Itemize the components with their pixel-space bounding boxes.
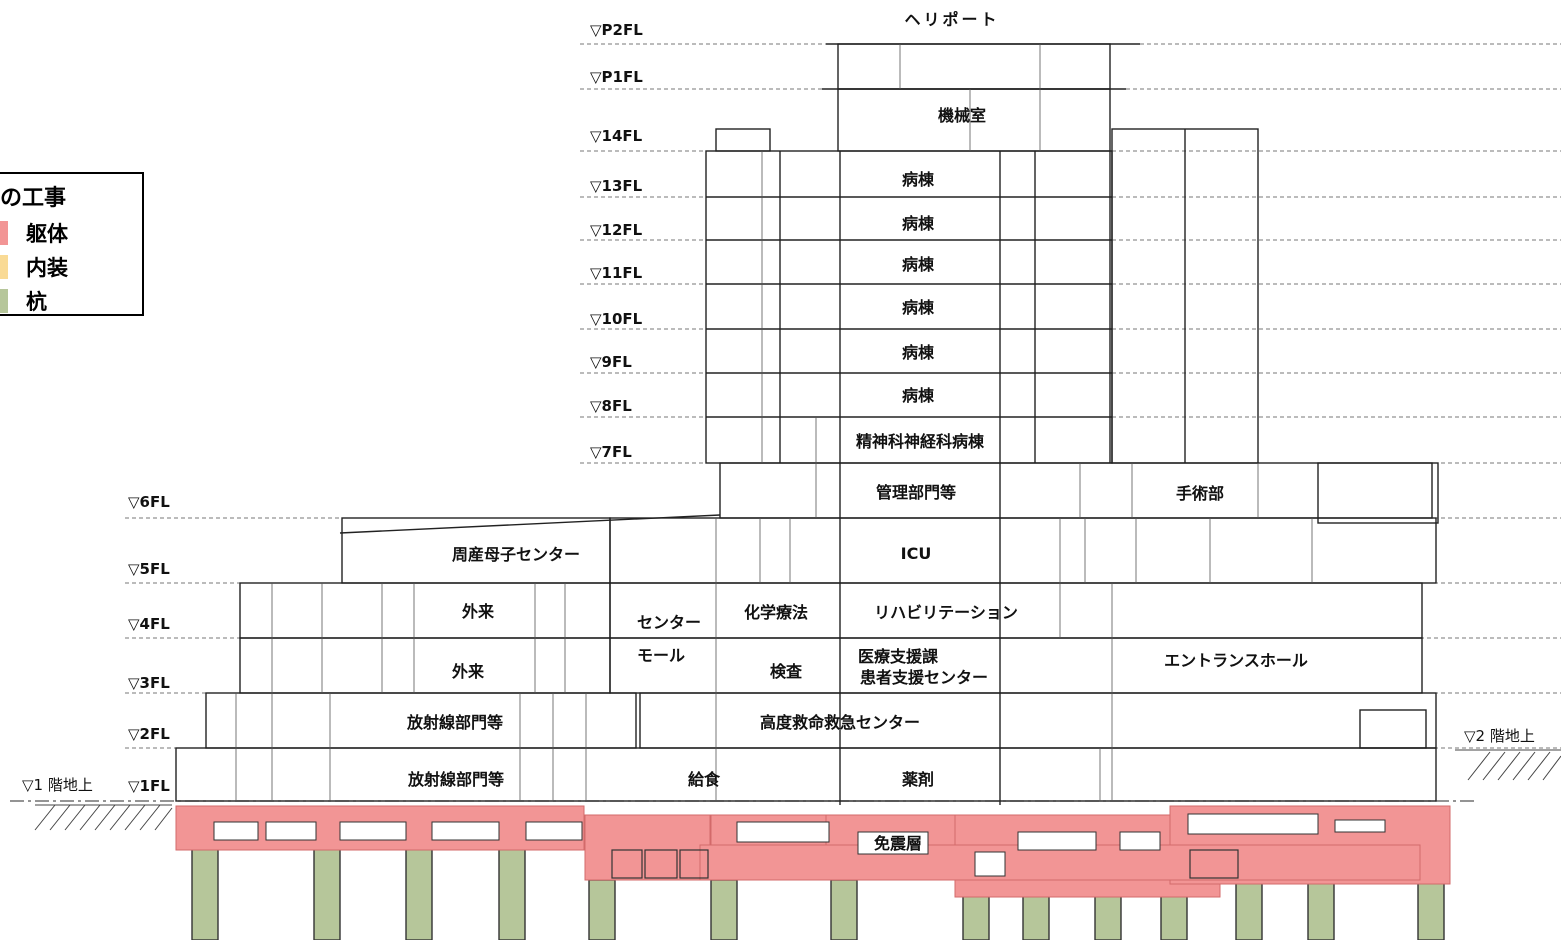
level-labels: ▽P2FL ▽P1FL ▽14FL ▽13FL ▽12FL ▽11FL ▽10F… <box>128 21 643 795</box>
room-ward-12: 病棟 <box>902 214 935 233</box>
room-isolation: 免震層 <box>874 834 922 853</box>
room-medsupport-1: 医療支援課 <box>858 647 939 666</box>
level-7: ▽7FL <box>590 443 632 461</box>
level-14: ▽14FL <box>590 127 643 145</box>
level-p1: ▽P1FL <box>590 68 643 86</box>
legend-label-structure: 躯体 <box>26 222 68 246</box>
room-emergency: 高度救命救急センター <box>760 713 920 732</box>
room-radiology-2f: 放射線部門等 <box>406 713 503 732</box>
foundation-voids <box>213 813 1386 877</box>
room-admin: 管理部門等 <box>876 483 956 502</box>
ground-level-1: ▽1 階地上 <box>22 776 93 794</box>
room-outpatient-4f: 外来 <box>461 602 495 621</box>
level-3: ▽3FL <box>128 674 170 692</box>
level-8: ▽8FL <box>590 397 632 415</box>
level-12: ▽12FL <box>590 221 643 239</box>
legend: 中の工事 躯体 内装 杭 <box>0 172 144 316</box>
room-ward-8: 病棟 <box>902 386 935 405</box>
level-p2: ▽P2FL <box>590 21 643 39</box>
ground-level-2: ▽2 階地上 <box>1464 727 1535 745</box>
level-13: ▽13FL <box>590 177 643 195</box>
level-11: ▽11FL <box>590 264 643 282</box>
legend-item-interior: 内装 <box>0 252 68 282</box>
level-9: ▽9FL <box>590 353 632 371</box>
room-chemo: 化学療法 <box>744 603 808 622</box>
legend-item-piles: 杭 <box>0 286 47 316</box>
legend-swatch-interior <box>0 255 8 279</box>
room-psych: 精神科神経科病棟 <box>856 432 985 451</box>
legend-swatch-structure <box>0 221 8 245</box>
room-ward-10: 病棟 <box>902 298 935 317</box>
room-heliport: ヘリポート <box>904 10 999 29</box>
level-6: ▽6FL <box>128 493 170 511</box>
room-surgery: 手術部 <box>1176 484 1224 503</box>
level-2: ▽2FL <box>128 725 170 743</box>
foundation-blocks <box>611 849 1239 879</box>
room-entrance: エントランスホール <box>1164 651 1308 670</box>
room-pharmacy: 薬剤 <box>901 770 934 789</box>
ground-labels: ▽1 階地上 ▽2 階地上 <box>22 727 1535 794</box>
room-icu: ICU <box>901 544 932 563</box>
room-radiology-1f: 放射線部門等 <box>407 770 504 789</box>
floor-level-lines <box>125 43 1561 749</box>
room-mall: モール <box>637 646 685 665</box>
partitions <box>235 44 1313 801</box>
legend-label-interior: 内装 <box>26 256 68 280</box>
level-4: ▽4FL <box>128 615 170 633</box>
ground-hatch-right <box>1455 749 1561 781</box>
room-labels: ヘリポート 機械室 病棟 病棟 病棟 病棟 病棟 病棟 精神科神経科病棟 管理部… <box>406 10 1308 853</box>
room-ward-13: 病棟 <box>902 170 935 189</box>
legend-title: 中の工事 <box>0 186 67 211</box>
room-kitchen: 給食 <box>688 770 721 789</box>
level-1: ▽1FL <box>128 777 170 795</box>
room-rehab: リハビリテーション <box>874 603 1018 622</box>
legend-item-structure: 躯体 <box>0 218 68 248</box>
room-medsupport-2: 患者支援センター <box>860 668 988 687</box>
legend-label-piles: 杭 <box>26 290 47 314</box>
room-perinatal: 周産母子センター <box>452 545 580 564</box>
ground-hatch-left <box>34 804 173 831</box>
legend-swatch-piles <box>0 289 8 313</box>
room-machine: 機械室 <box>938 106 986 125</box>
room-exam: 検査 <box>770 662 802 681</box>
level-5: ▽5FL <box>128 560 170 578</box>
room-ward-11: 病棟 <box>902 255 935 274</box>
room-center: センター <box>637 613 701 632</box>
level-10: ▽10FL <box>590 310 643 328</box>
room-ward-9: 病棟 <box>902 343 935 362</box>
building-structure <box>175 43 1439 805</box>
room-outpatient-3f: 外来 <box>451 662 485 681</box>
